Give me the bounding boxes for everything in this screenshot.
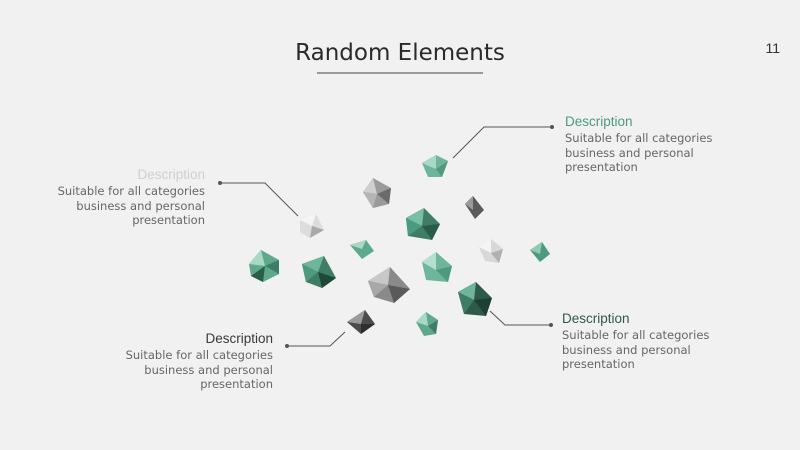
gem-green-center (406, 208, 440, 240)
leader-dot-bottom-left (285, 344, 289, 348)
description-body: Suitable for all categories business and… (57, 184, 205, 227)
description-heading: Description (565, 114, 633, 129)
gem-green-left (249, 250, 279, 282)
description-heading: Description (205, 331, 273, 346)
gem-green-light (422, 252, 452, 282)
leader-dot-top-right (550, 125, 554, 129)
gem-gray-upper (363, 178, 391, 208)
leader-line-bottom-right (489, 310, 551, 326)
gem-dark-bottom (347, 310, 375, 334)
leader-line-top-right (452, 126, 552, 159)
description-block-bottom-right: Description Suitable for all categories … (562, 311, 762, 372)
gem-gray-large (368, 267, 410, 303)
gem-white-right (479, 239, 503, 263)
gem-green-bottom (416, 312, 438, 336)
leader-line-bottom-left (287, 331, 346, 347)
gem-white-left (300, 214, 324, 238)
gem-green-flat (350, 240, 374, 259)
description-block-bottom-left: Description Suitable for all categories … (73, 331, 273, 392)
title-underline (317, 72, 483, 74)
leader-line-top-left (220, 182, 299, 217)
leader-dot-top-left (218, 181, 222, 185)
description-heading: Description (562, 311, 630, 326)
leader-dot-bottom-right (549, 323, 553, 327)
page-number: 11 (765, 40, 780, 56)
gem-green-mid-left (302, 256, 336, 288)
description-block-top-right: Description Suitable for all categories … (565, 114, 765, 175)
gem-green-top (422, 155, 448, 177)
description-heading: Description (137, 167, 205, 182)
description-body: Suitable for all categories business and… (125, 348, 273, 391)
description-body: Suitable for all categories business and… (562, 328, 710, 371)
gem-green-far-right (530, 242, 550, 262)
gem-green-dark-right (458, 282, 492, 316)
description-body: Suitable for all categories business and… (565, 131, 713, 174)
slide-title: Random Elements (295, 40, 505, 66)
description-block-top-left: Description Suitable for all categories … (5, 167, 205, 228)
gem-dark-small (465, 196, 484, 219)
